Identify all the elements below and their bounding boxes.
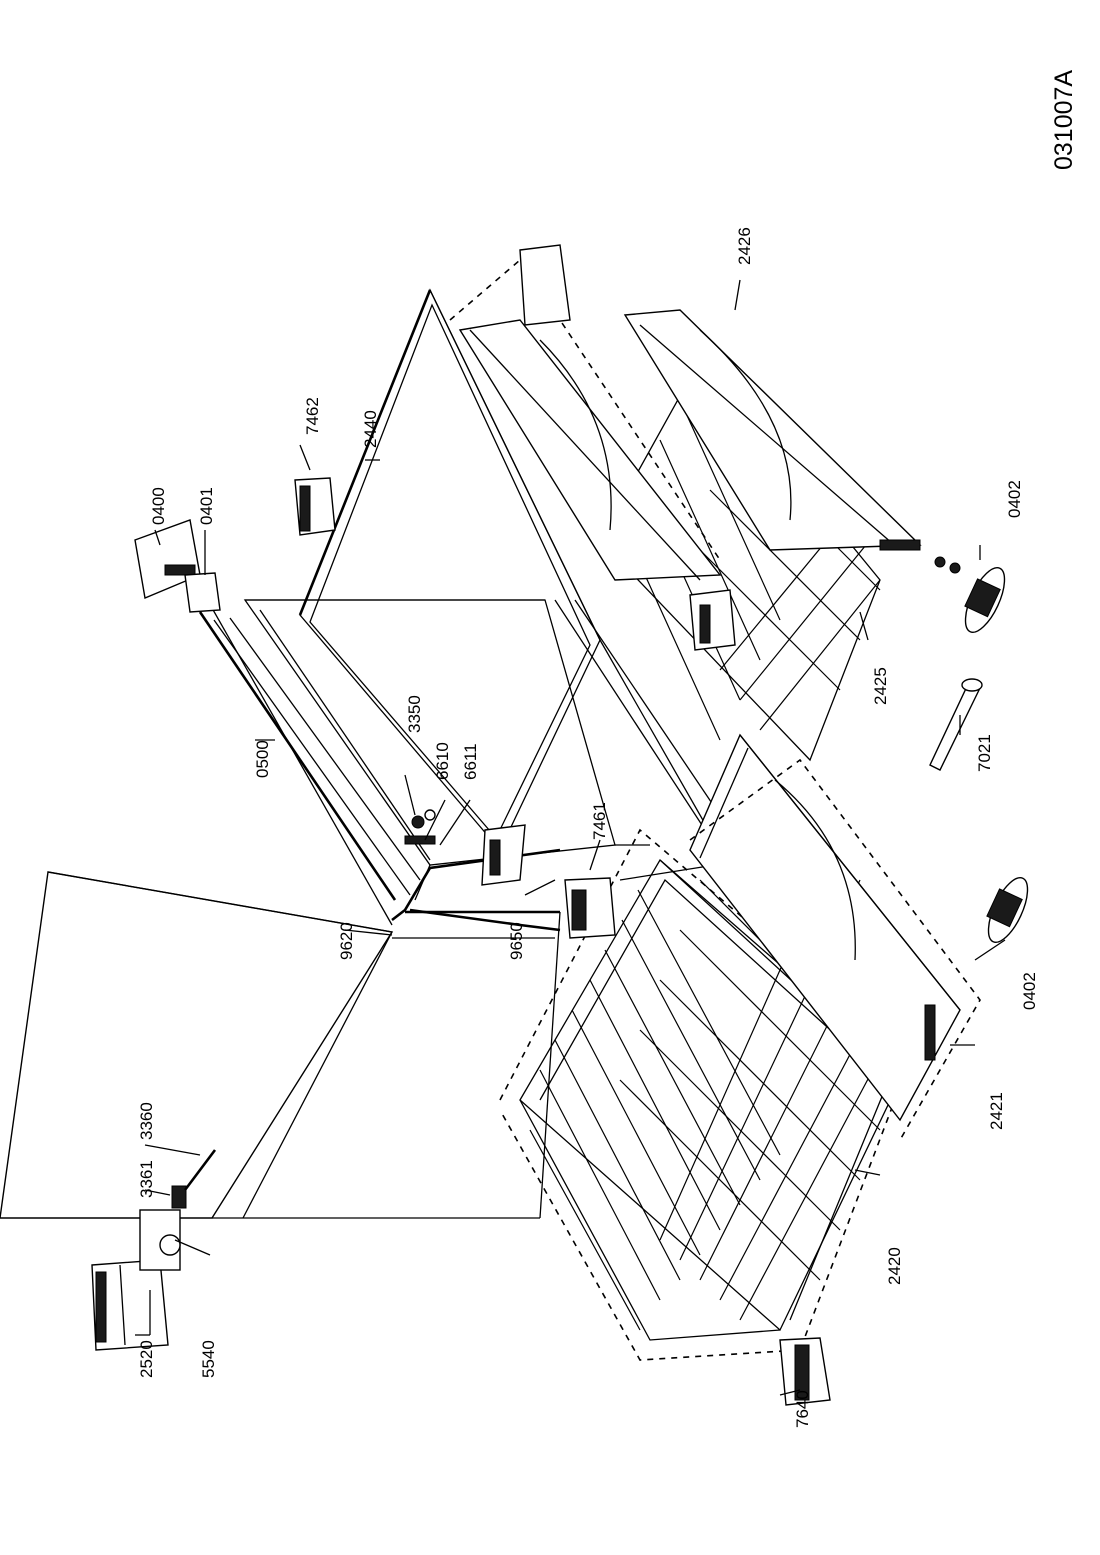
lock-pin-3361 <box>171 1185 187 1209</box>
label-7461: 7461 <box>590 802 609 840</box>
rod-7021 <box>929 678 983 771</box>
label-9620: 9620 <box>337 922 356 960</box>
label-2425: 2425 <box>871 667 890 705</box>
hinge-small-inner <box>481 824 526 886</box>
foot-7640 <box>779 1337 831 1406</box>
bracket-0401 <box>184 572 221 613</box>
hinge-7462 <box>294 477 336 536</box>
handle-2520 <box>91 1259 169 1351</box>
cabinet-body <box>0 288 731 1219</box>
label-2426: 2426 <box>735 227 754 265</box>
cap-0402-left <box>986 877 1029 943</box>
label-2520: 2520 <box>137 1340 156 1378</box>
basket-left <box>499 828 911 1361</box>
hinge-right-mid <box>689 589 736 651</box>
spring-3360 <box>183 1149 217 1191</box>
label-6610: 6610 <box>433 742 452 780</box>
leader-lines <box>135 279 1006 1396</box>
label-0402-right: 0402 <box>1005 480 1024 518</box>
label-6611: 6611 <box>461 743 480 780</box>
label-2440: 2440 <box>361 410 380 448</box>
label-2421: 2421 <box>987 1092 1006 1130</box>
label-0400: 0400 <box>149 487 168 525</box>
label-5540: 5540 <box>199 1340 218 1378</box>
hinge-right-top <box>519 244 571 326</box>
tray-right-lower <box>623 309 922 551</box>
lid-seal <box>392 908 561 939</box>
label-9650: 9650 <box>507 922 526 960</box>
label-0402-left: 0402 <box>1020 972 1039 1010</box>
label-3350: 3350 <box>405 695 424 733</box>
label-3360: 3360 <box>137 1102 156 1140</box>
tray-left <box>689 733 981 1141</box>
thermostat-3350 <box>404 809 436 845</box>
drawing-id: 031007A <box>1050 70 1078 170</box>
tray-right-upper <box>449 258 722 581</box>
label-0500: 0500 <box>253 740 272 778</box>
part-labels: 2520 5540 3361 3360 7640 2420 2421 0402 … <box>137 227 1039 1428</box>
label-2420: 2420 <box>885 1247 904 1285</box>
hinge-7461 <box>564 877 616 939</box>
label-7640: 7640 <box>793 1390 812 1428</box>
label-0401: 0401 <box>197 487 216 525</box>
label-7462: 7462 <box>303 397 322 435</box>
label-3361: 3361 <box>137 1160 156 1198</box>
lock-5540 <box>139 1209 181 1271</box>
cap-0402-right <box>934 556 1006 633</box>
label-7021: 7021 <box>975 734 994 772</box>
